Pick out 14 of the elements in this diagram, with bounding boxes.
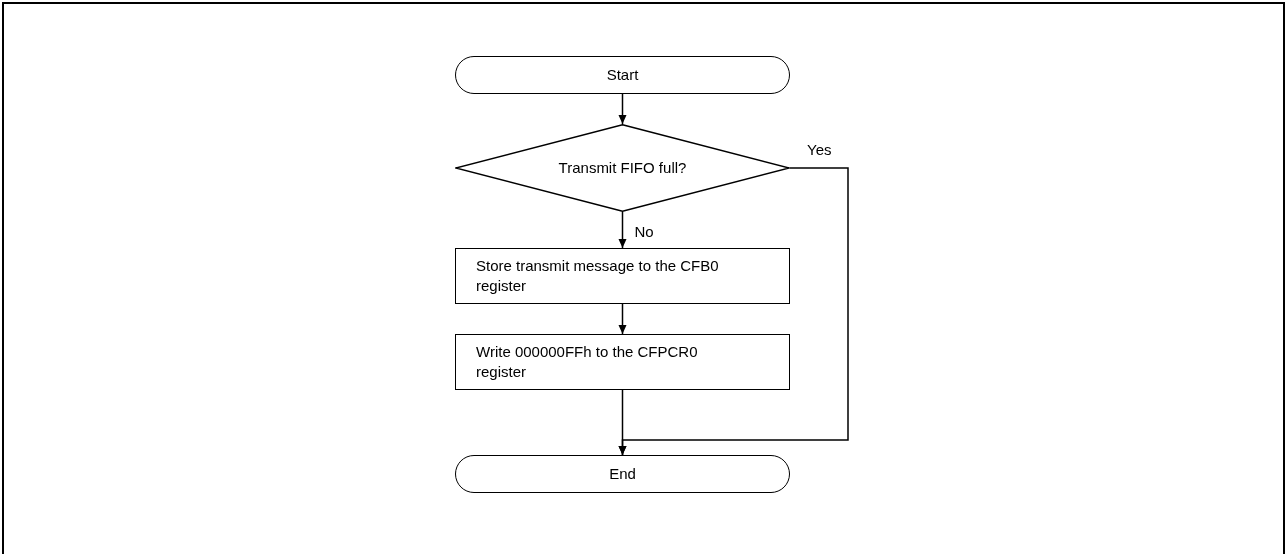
node-text: Transmit FIFO full?: [557, 158, 688, 178]
node-text: End: [608, 464, 637, 484]
process-box: [455, 248, 790, 304]
arrow: [618, 303, 627, 335]
terminator-shape: [455, 455, 790, 493]
node-text: Store transmit message to the CFB0 register: [476, 256, 720, 296]
arrow: [618, 93, 627, 125]
node-text: Start: [605, 65, 640, 85]
process-box: [455, 334, 790, 390]
terminator-shape: [455, 56, 790, 94]
node-text: Write 000000FFh to the CFPCR0 register: [476, 342, 699, 382]
decision-diamond: [455, 124, 790, 212]
arrow: [618, 211, 627, 249]
arrow: [618, 167, 849, 456]
